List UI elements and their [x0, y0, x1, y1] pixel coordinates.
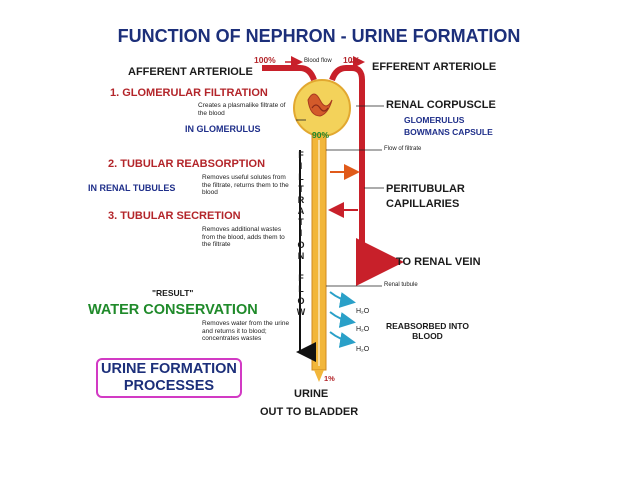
process-1-desc: Creates a plasmalike filtrate of the blo… — [198, 102, 286, 117]
process-2-desc: Removes useful solutes from the filtrate… — [202, 174, 289, 196]
process-1-title: 1. GLOMERULAR FILTRATION — [110, 87, 268, 99]
efferent-arteriole — [329, 65, 404, 286]
page-title: FUNCTION OF NEPHRON - URINE FORMATION — [117, 26, 521, 46]
bowmans-capsule-label: BOWMANS CAPSULE — [404, 127, 493, 137]
process-3-title: 3. TUBULAR SECRETION — [108, 210, 241, 222]
water-conservation-desc: Removes water from the urine and returns… — [202, 320, 290, 342]
peritubular-label-2: CAPILLARIES — [386, 198, 460, 210]
process-1-where: IN GLOMERULUS — [185, 124, 261, 134]
renal-corpuscle-label: RENAL CORPUSCLE — [386, 99, 496, 111]
h2o-label-2: H₂O — [356, 326, 370, 333]
water-arrow-2 — [329, 311, 356, 328]
h2o-label-3: H₂O — [356, 346, 370, 353]
h2o-label-1: H₂O — [356, 308, 370, 315]
out-to-bladder-label: OUT TO BLADDER — [260, 406, 359, 418]
pct-90: 90% — [312, 130, 330, 140]
urine-formation-processes-box: URINE FORMATION PROCESSES — [96, 358, 242, 398]
efferent-label: EFFERENT ARTERIOLE — [372, 61, 497, 73]
pct-100: 100% — [254, 55, 276, 65]
afferent-arteriole — [262, 65, 317, 82]
water-arrow-3 — [329, 331, 356, 348]
pct-1: 1% — [324, 374, 335, 383]
process-2-where: IN RENAL TUBULES — [88, 183, 176, 193]
urine-label: URINE — [294, 388, 329, 400]
renal-vein-label: TO RENAL VEIN — [396, 256, 481, 268]
water-arrow-1 — [329, 291, 356, 308]
process-2-title: 2. TUBULAR REABSORPTION — [108, 158, 266, 170]
blood-flow-label: Blood flow — [304, 58, 332, 64]
peritubular-label-1: PERITUBULAR — [386, 183, 465, 195]
afferent-label: AFFERENT ARTERIOLE — [128, 66, 253, 78]
pct-10: 10% — [343, 55, 361, 65]
flow-of-filtrate-label: Flow of filtrate — [384, 146, 422, 152]
water-conservation-title: WATER CONSERVATION — [88, 302, 258, 318]
reabsorbed-label: REABSORBED INTO BLOOD — [386, 321, 469, 341]
renal-tubule-label: Renal tubule — [384, 282, 418, 288]
process-3-desc: Removes additional wastes from the blood… — [202, 226, 285, 248]
result-label: "RESULT" — [152, 288, 194, 298]
glomerulus-label: GLOMERULUS — [404, 115, 465, 125]
